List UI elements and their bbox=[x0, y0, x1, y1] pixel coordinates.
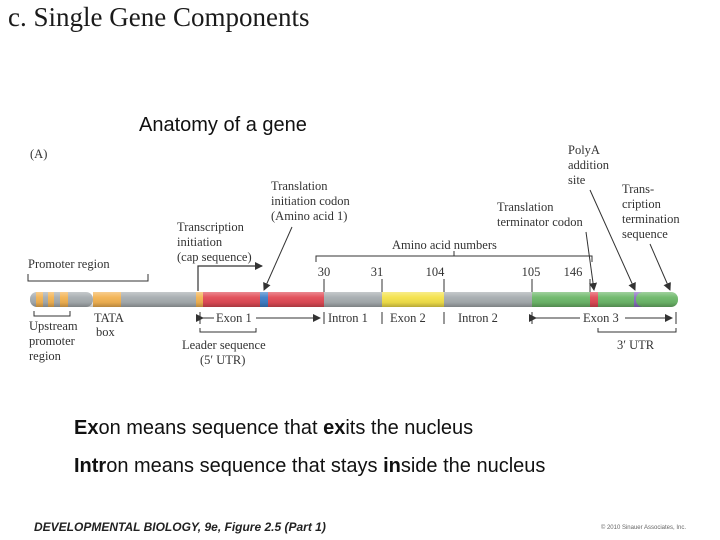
transcription-term-label-1: Trans- bbox=[622, 182, 654, 196]
bar-shading bbox=[30, 292, 678, 307]
intron-text-1: on means sequence that stays bbox=[106, 455, 384, 477]
polya-label-2: addition bbox=[568, 158, 610, 172]
exon-definition: Exon means sequence that exits the nucle… bbox=[74, 417, 473, 440]
translation-term-label-1: Translation bbox=[497, 200, 554, 214]
aa-30: 30 bbox=[318, 265, 331, 279]
polya-label-3: site bbox=[568, 173, 586, 187]
transcription-init-label-2: initiation bbox=[177, 235, 223, 249]
translation-init-label-2: initiation codon bbox=[271, 194, 351, 208]
transcription-init-label-3: (cap sequence) bbox=[177, 250, 252, 264]
tata-label-1: TATA bbox=[94, 311, 124, 325]
gene-anatomy-diagram: (A) 30 31 104 105 146 Amino acid numbers bbox=[27, 143, 680, 367]
intron-definition: Intron means sequence that stays inside … bbox=[74, 455, 545, 478]
exon-bold-1: Ex bbox=[74, 417, 99, 439]
figure-caption: DEVELOPMENTAL BIOLOGY, 9e, Figure 2.5 (P… bbox=[34, 520, 326, 534]
intron2-label: Intron 2 bbox=[458, 311, 498, 325]
aa-105: 105 bbox=[522, 265, 541, 279]
amino-acid-numbers-label: Amino acid numbers bbox=[392, 238, 497, 252]
translation-init-label-3: (Amino acid 1) bbox=[271, 209, 347, 223]
transcription-term-label-4: sequence bbox=[622, 227, 668, 241]
panel-label: (A) bbox=[30, 147, 47, 161]
translation-term-label-2: terminator codon bbox=[497, 215, 583, 229]
aa-146: 146 bbox=[564, 265, 583, 279]
intron1-label: Intron 1 bbox=[328, 311, 368, 325]
exon3-label: Exon 3 bbox=[583, 311, 619, 325]
slide-title: c. Single Gene Components bbox=[8, 2, 310, 32]
exon2-label: Exon 2 bbox=[390, 311, 426, 325]
transcription-term-label-2: cription bbox=[622, 197, 662, 211]
upstream-label-1: Upstream bbox=[29, 319, 78, 333]
copyright: © 2010 Sinauer Associates, Inc. bbox=[600, 525, 686, 531]
figure-title: Anatomy of a gene bbox=[139, 114, 307, 136]
gene-bar bbox=[30, 292, 678, 307]
upstream-label-2: promoter bbox=[29, 334, 76, 348]
transcription-start-arrow bbox=[197, 262, 263, 291]
utr3-label: 3′ UTR bbox=[617, 338, 655, 352]
aa-104: 104 bbox=[426, 265, 446, 279]
exon-text-2: its the nucleus bbox=[345, 417, 474, 439]
tata-label-2: box bbox=[96, 325, 116, 339]
translation-init-label-1: Translation bbox=[271, 179, 328, 193]
aa-31: 31 bbox=[371, 265, 384, 279]
intron-text-2: side the nucleus bbox=[400, 455, 546, 477]
polya-label-1: PolyA bbox=[568, 143, 600, 157]
intron-bold-2: in bbox=[383, 455, 401, 477]
upstream-label-3: region bbox=[29, 349, 62, 363]
leader-sequence-label-1: Leader sequence bbox=[182, 338, 266, 352]
exon-text-1: on means sequence that bbox=[98, 417, 324, 439]
exon-bold-2: ex bbox=[323, 417, 346, 439]
transcription-init-label-1: Transcription bbox=[177, 220, 245, 234]
intron-bold-1: Intr bbox=[74, 455, 107, 477]
exon1-label: Exon 1 bbox=[216, 311, 252, 325]
promoter-region-label: Promoter region bbox=[28, 257, 110, 271]
transcription-term-label-3: termination bbox=[622, 212, 680, 226]
leader-sequence-label-2: (5′ UTR) bbox=[200, 353, 245, 367]
